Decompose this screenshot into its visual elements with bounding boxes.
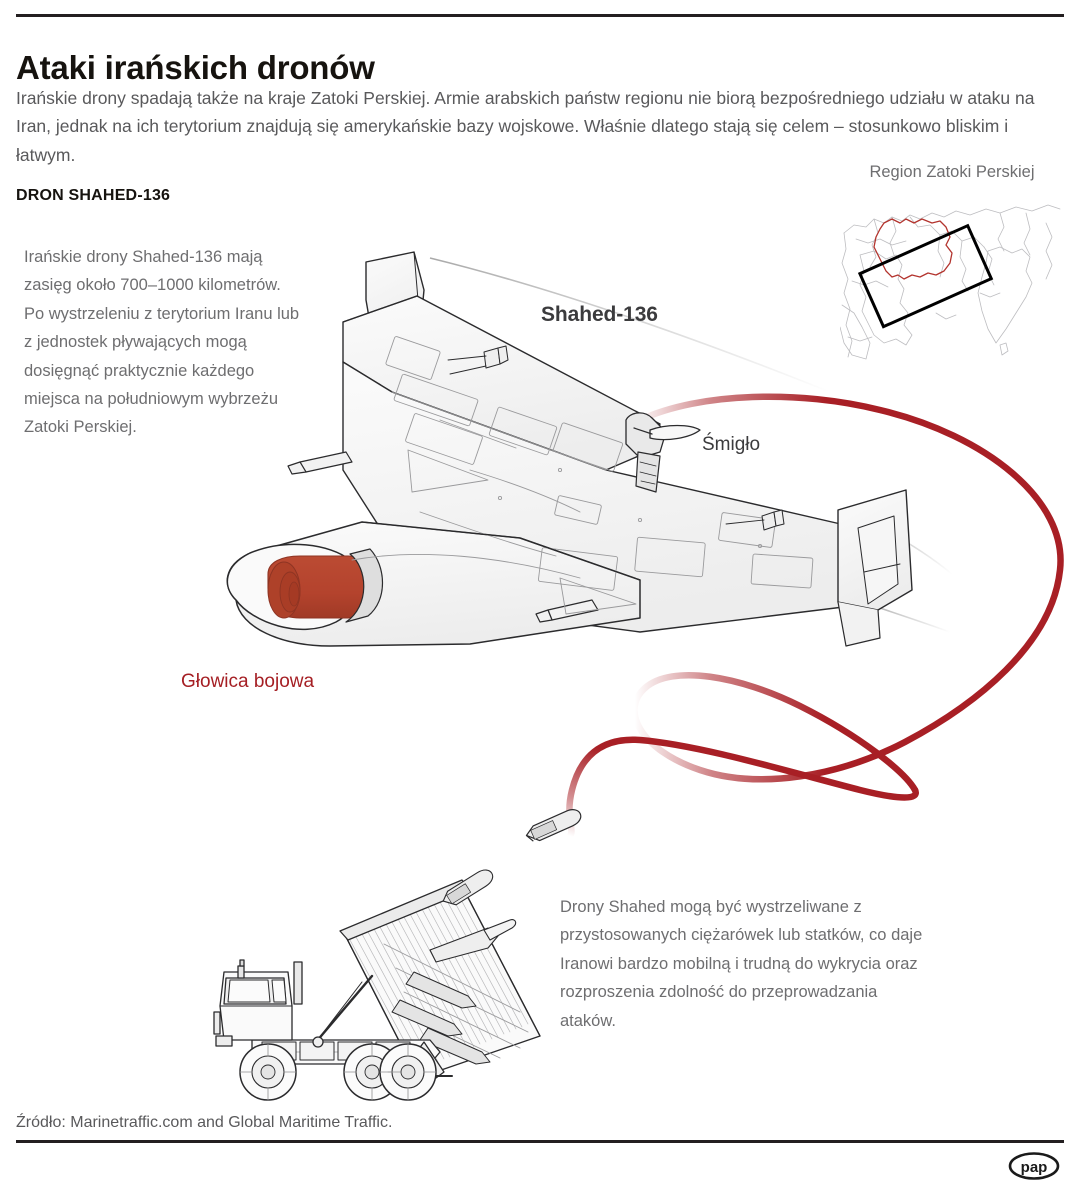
label-propeller: Śmigło	[702, 434, 761, 455]
drone-nose-cone	[226, 543, 362, 631]
pap-logo-text: pap	[1021, 1159, 1048, 1176]
bottom-divider	[16, 1140, 1064, 1143]
left-description-block: Irańskie drony Shahed-136 mają zasięg ok…	[24, 243, 304, 442]
launch-rack	[339, 879, 541, 1079]
region-map-inset: Region Zatoki Perskiej	[836, 163, 1068, 363]
drone-vertical-fin	[365, 251, 425, 353]
region-map-svg	[840, 204, 1061, 360]
drone-antennas	[287, 451, 599, 623]
top-divider	[16, 14, 1064, 17]
launched-drone	[442, 869, 494, 906]
page-title: Ataki irańskich dronów	[16, 49, 375, 87]
drone-propeller	[649, 424, 701, 441]
label-warhead: Głowica bojowa	[181, 671, 315, 692]
drone-right-wing	[342, 361, 869, 633]
region-map-caption: Region Zatoki Perskiej	[869, 163, 1035, 181]
source-note: Źródło: Marinetraffic.com and Global Mar…	[16, 1114, 393, 1131]
truck-wheels	[239, 1043, 437, 1101]
drone-fuselage	[226, 521, 641, 647]
trajectory-path	[566, 393, 1064, 840]
drone-engine-mount	[625, 412, 667, 493]
drone-winglet	[837, 489, 913, 611]
intro-text: Irańskie drony spadają także na kraje Za…	[16, 88, 1035, 165]
intro-paragraph: Irańskie drony spadają także na kraje Za…	[16, 84, 1066, 169]
pap-logo: pap	[1008, 1152, 1060, 1180]
bottom-description-text: Drony Shahed mogą być wystrzeliwane z pr…	[560, 898, 923, 1030]
drone-nose-ring	[345, 548, 384, 623]
left-description-text: Irańskie drony Shahed-136 mają zasięg ok…	[24, 248, 300, 437]
section-label-dron-shahed: DRON SHAHED-136	[16, 187, 171, 204]
bottom-description-block: Drony Shahed mogą być wystrzeliwane z pr…	[560, 893, 930, 1035]
warhead	[267, 555, 373, 619]
drone-panel-lines	[385, 336, 814, 615]
label-shahed-136: Shahed-136	[541, 303, 658, 326]
truck-launcher	[213, 869, 541, 1101]
small-drone-in-flight	[525, 809, 582, 842]
